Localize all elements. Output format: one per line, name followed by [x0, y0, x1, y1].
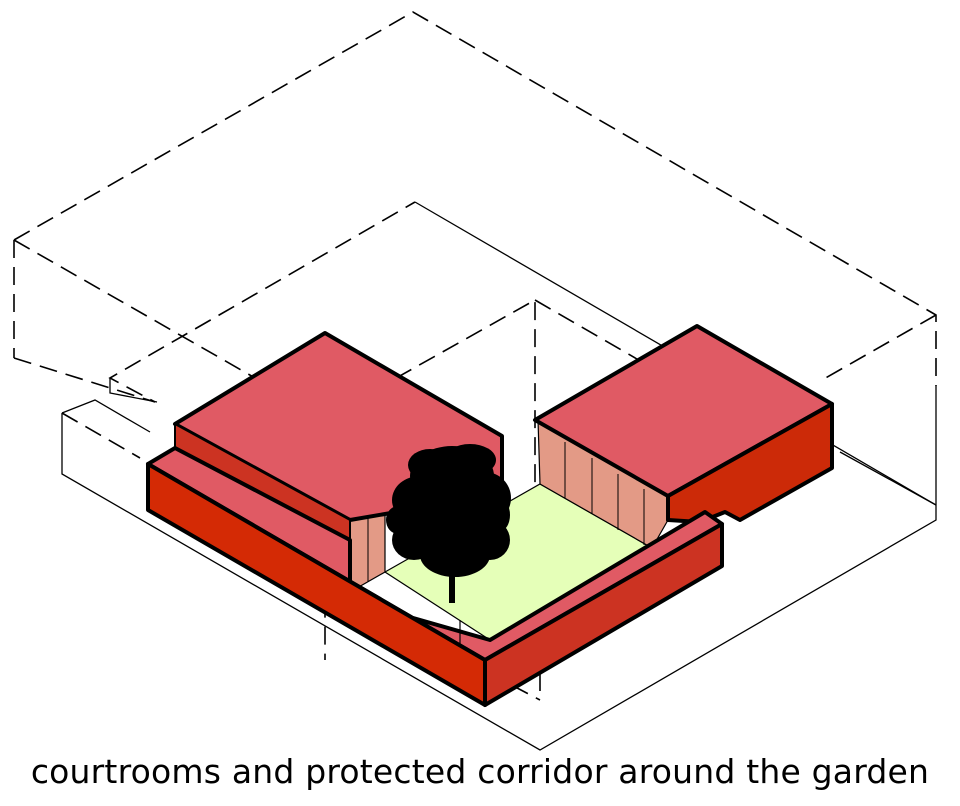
diagram-caption: courtrooms and protected corridor around…: [30, 752, 930, 791]
right-courtroom-block: [533, 324, 834, 524]
protected-corridor: [146, 446, 724, 707]
tree-icon: [386, 444, 511, 603]
